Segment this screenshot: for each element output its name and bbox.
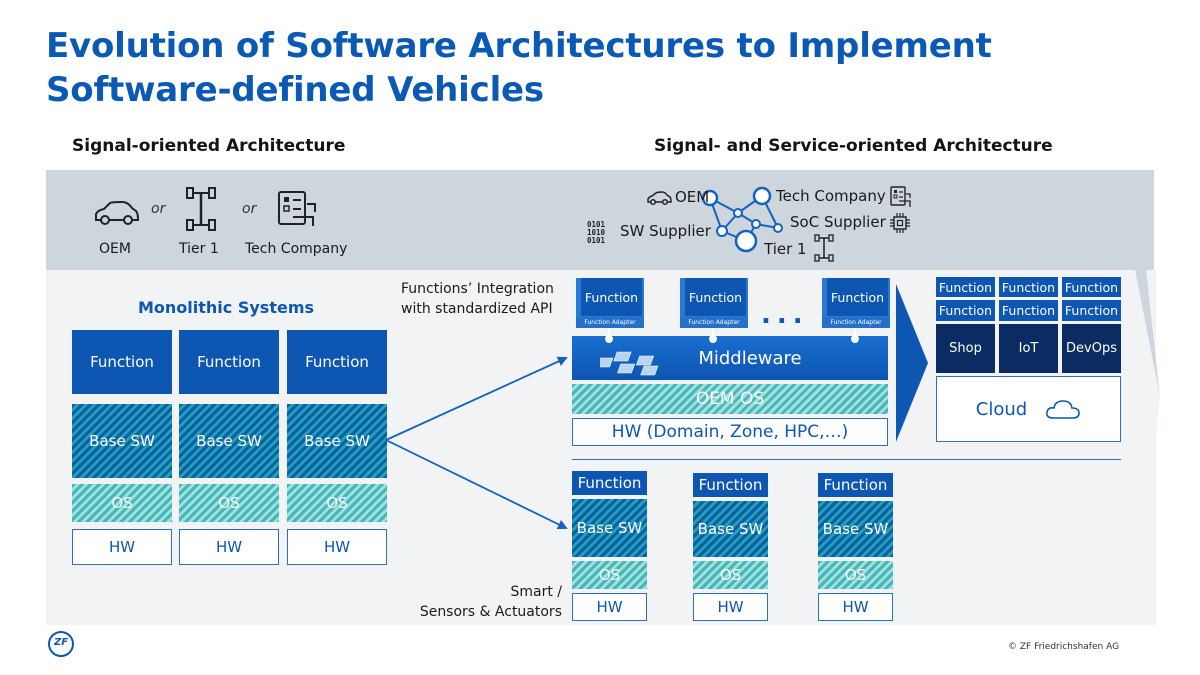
ellipsis: ...: [761, 300, 809, 330]
function-block: Function: [693, 473, 768, 497]
zf-logo-text: ZF: [53, 637, 69, 648]
hw-block: HW: [179, 529, 279, 565]
os-block: OS: [72, 484, 172, 522]
copyright: © ZF Friedrichshafen AG: [1008, 642, 1120, 652]
monolithic-label: Monolithic Systems: [138, 298, 315, 317]
hw-block: HW: [287, 529, 387, 565]
zf-logo-icon: [48, 631, 74, 657]
base-sw-block: Base SW: [818, 501, 893, 557]
network-oem-label: OEM: [675, 188, 710, 206]
band-chevron: [1135, 170, 1160, 625]
right-heading: Signal- and Service-oriented Architectur…: [654, 136, 1053, 156]
evolution-arrows: [385, 356, 568, 529]
function-block: Function: [72, 330, 172, 394]
function-block: Function: [179, 330, 279, 394]
title-line-1: Evolution of Software Architectures to I…: [46, 26, 992, 66]
car-icon: [95, 200, 140, 225]
central-hw-block: HW (Domain, Zone, HPC,…): [572, 418, 888, 446]
smart-line-1: Smart /: [510, 584, 562, 600]
integration-label: Functions’ Integration with standardized…: [401, 279, 554, 319]
function-adapter: Function Adapter: [576, 317, 644, 328]
service-devops: DevOps: [1062, 324, 1121, 373]
base-sw-block: Base SW: [572, 499, 647, 557]
binary-code-icon: 0101 1010 0101: [587, 220, 606, 245]
os-block: OS: [179, 484, 279, 522]
cloud-block: Cloud: [936, 376, 1121, 442]
network-tech-label: Tech Company: [776, 187, 886, 205]
section-divider: [572, 459, 1121, 460]
svg-text:1010: 1010: [587, 228, 606, 237]
cloud-label: Cloud: [975, 398, 1028, 420]
function-adapter: Function Adapter: [680, 317, 748, 328]
function-adapter: Function Adapter: [822, 317, 890, 328]
tech-board-icon: [890, 186, 911, 207]
hw-block: HW: [572, 593, 647, 621]
svg-text:0101: 0101: [587, 220, 606, 229]
chassis-icon: [814, 234, 834, 262]
hw-block: HW: [72, 529, 172, 565]
base-sw-block: Base SW: [72, 404, 172, 478]
tech-board-icon: [278, 191, 316, 226]
function-block: Function: [287, 330, 387, 394]
hw-block: HW: [818, 593, 893, 621]
os-block: OS: [693, 561, 768, 589]
function-block: Function: [1062, 300, 1121, 321]
title-line-2: Software-defined Vehicles: [46, 70, 544, 110]
service-shop: Shop: [936, 324, 995, 373]
service-iot: IoT: [999, 324, 1058, 373]
function-block: Function: [999, 277, 1058, 297]
function-block: Function: [936, 277, 995, 297]
actor-oem-label: OEM: [99, 241, 131, 257]
network-soc-label: SoC Supplier: [790, 213, 886, 231]
hw-block: HW: [693, 593, 768, 621]
smart-line-2: Sensors & Actuators: [419, 604, 562, 620]
chassis-icon: [186, 187, 216, 231]
function-block: Function: [818, 473, 893, 497]
left-heading: Signal-oriented Architecture: [72, 136, 346, 156]
os-block: OS: [287, 484, 387, 522]
function-block: Function: [827, 278, 888, 316]
adapter-connectors: [605, 328, 859, 343]
actor-tier1-label: Tier 1: [179, 241, 219, 257]
base-sw-block: Base SW: [179, 404, 279, 478]
function-block: Function: [581, 278, 642, 316]
cloud-chevron-arrow: [896, 284, 928, 442]
base-sw-block: Base SW: [693, 501, 768, 557]
chip-icon: [890, 213, 910, 233]
integration-line-2: with standardized API: [401, 301, 553, 317]
os-block: OS: [572, 561, 647, 589]
network-tier1-label: Tier 1: [764, 240, 807, 258]
cloud-icon: [1046, 400, 1081, 419]
car-icon: [647, 191, 672, 206]
actors-band: [46, 170, 1154, 270]
integration-line-1: Functions’ Integration: [401, 281, 554, 297]
smart-label: Smart / Sensors & Actuators: [413, 582, 562, 622]
oem-os-block: OEM OS: [572, 384, 888, 414]
or-text: or: [242, 201, 257, 217]
actor-network: [701, 186, 783, 253]
actor-tech-label: Tech Company: [245, 241, 348, 257]
svg-text:0101: 0101: [587, 236, 606, 245]
base-sw-block: Base SW: [287, 404, 387, 478]
function-block: Function: [572, 471, 647, 495]
or-text: or: [151, 201, 166, 217]
function-block: Function: [936, 300, 995, 321]
page-title: Evolution of Software Architectures to I…: [46, 24, 1146, 112]
function-block: Function: [1062, 277, 1121, 297]
os-block: OS: [818, 561, 893, 589]
middleware-network-icon: [600, 351, 659, 376]
middleware-label: Middleware: [698, 347, 802, 369]
function-block: Function: [999, 300, 1058, 321]
zf-logo: ZF: [47, 631, 75, 657]
function-block: Function: [685, 278, 746, 316]
network-sw-label: SW Supplier: [620, 222, 711, 240]
